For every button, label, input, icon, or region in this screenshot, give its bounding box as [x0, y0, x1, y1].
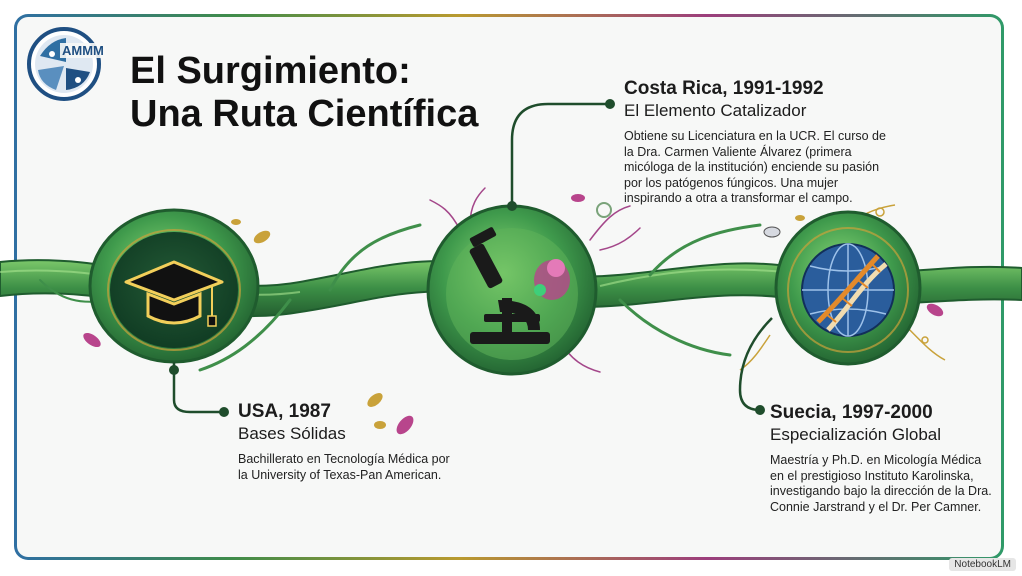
title-line-2: Una Ruta Científica	[130, 93, 479, 135]
milestone-usa: USA, 1987 Bases Sólidas Bachillerato en …	[238, 401, 468, 483]
timeline-connectors	[172, 102, 773, 414]
connector-dots	[169, 99, 765, 417]
milestone-subtitle: Especialización Global	[770, 425, 942, 444]
graduation-cap-icon	[124, 260, 224, 327]
milestone-location: Suecia, 1997-2000	[770, 402, 933, 423]
milestone-description: Maestría y Ph.D. en Micología Médica en …	[770, 453, 992, 514]
notebooklm-watermark: NotebookLM	[949, 558, 1016, 571]
spores	[83, 194, 944, 435]
node-2-bulb	[426, 204, 598, 376]
title-line-1: El Surgimiento:	[130, 50, 411, 92]
milestone-location: USA, 1987	[238, 401, 331, 422]
logo-text: AMMM	[60, 43, 106, 58]
dna-globe-icon	[801, 243, 895, 337]
milestone-description: Bachillerato en Tecnología Médica por la…	[238, 452, 450, 482]
microscope-icon	[469, 227, 550, 344]
milestone-description: Obtiene su Licenciatura en la UCR. El cu…	[624, 129, 886, 205]
hypha-branches	[39, 223, 762, 372]
milestone-costa-rica: Costa Rica, 1991-1992 El Elemento Catali…	[624, 78, 904, 207]
milestone-subtitle: El Elemento Catalizador	[624, 101, 807, 120]
petri-organism	[534, 259, 570, 300]
milestone-subtitle: Bases Sólidas	[238, 424, 346, 443]
milestone-suecia: Suecia, 1997-2000 Especialización Global…	[770, 402, 998, 515]
page-title: El Surgimiento: Una Ruta Científica	[130, 50, 478, 136]
milestone-location: Costa Rica, 1991-1992	[624, 78, 824, 99]
